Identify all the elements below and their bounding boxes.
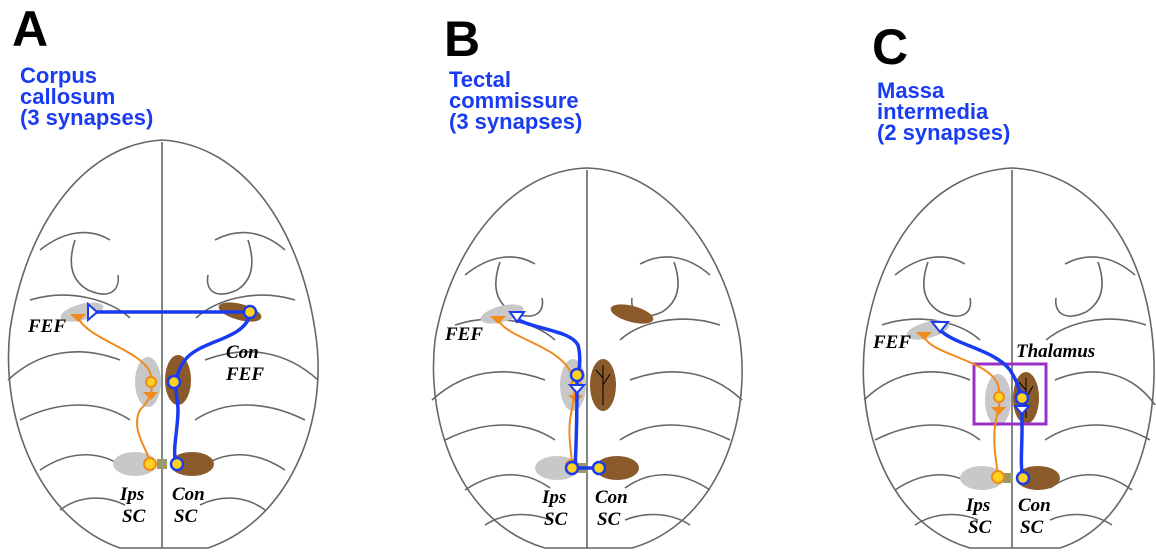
con-sc-label: Con <box>172 484 205 505</box>
ips-sc-label: Ips <box>119 484 144 505</box>
fef-label: FEF <box>444 324 483 345</box>
fef-label: FEF <box>27 316 66 337</box>
brain-outline <box>863 168 1155 548</box>
con-fef-label: Con <box>226 342 259 363</box>
ipsi-sc-blue-neuron-icon <box>566 462 578 474</box>
ipsi-thalamus-neuron-icon <box>994 392 1004 402</box>
con-thalamus-neuron-icon <box>168 376 180 388</box>
fef-label: FEF <box>872 332 911 353</box>
brain-diagram-b: FEF Ips SC Con SC <box>420 0 805 556</box>
con-sc-neuron-icon <box>593 462 605 474</box>
brain-diagram-a: FEF Con FEF Ips SC Con SC <box>0 0 385 556</box>
ipsi-fef-region <box>905 317 952 344</box>
ips-sc-label: Ips <box>541 487 566 508</box>
con-sc-neuron-icon <box>1017 472 1029 484</box>
con-sc-label: SC <box>174 506 198 527</box>
commissure-link <box>157 459 167 469</box>
con-sc-label: Con <box>595 487 628 508</box>
ipsi-sc-neuron-icon <box>992 471 1004 483</box>
panel-c: C Massa intermedia (2 synapses) <box>820 0 1156 556</box>
con-sc-label: SC <box>1020 517 1044 538</box>
ipsi-thalamus-neuron-icon <box>146 377 156 387</box>
ips-sc-label: SC <box>122 506 146 527</box>
thalamus-neuron-icon <box>571 369 583 381</box>
brain-diagram-c: FEF Thalamus Ips SC Con SC <box>820 0 1156 556</box>
ips-sc-label: SC <box>968 517 992 538</box>
con-sc-label: SC <box>597 509 621 530</box>
ips-sc-label: Ips <box>965 495 990 516</box>
con-sc-label: Con <box>1018 495 1051 516</box>
con-fef-neuron-icon <box>244 306 256 318</box>
brain-outline <box>432 168 742 548</box>
con-fef-label: FEF <box>225 364 264 385</box>
thalamus-label: Thalamus <box>1016 341 1095 362</box>
panel-a: A Corpus callosum (3 synapses) <box>0 0 385 556</box>
panel-b: B Tectal commissure (3 synapses) <box>420 0 805 556</box>
ipsi-sc-neuron-icon <box>144 458 156 470</box>
thalamus-neuron-icon <box>1016 392 1028 404</box>
con-sc-neuron-icon <box>171 458 183 470</box>
brain-outline <box>8 140 318 548</box>
ips-sc-label: SC <box>544 509 568 530</box>
